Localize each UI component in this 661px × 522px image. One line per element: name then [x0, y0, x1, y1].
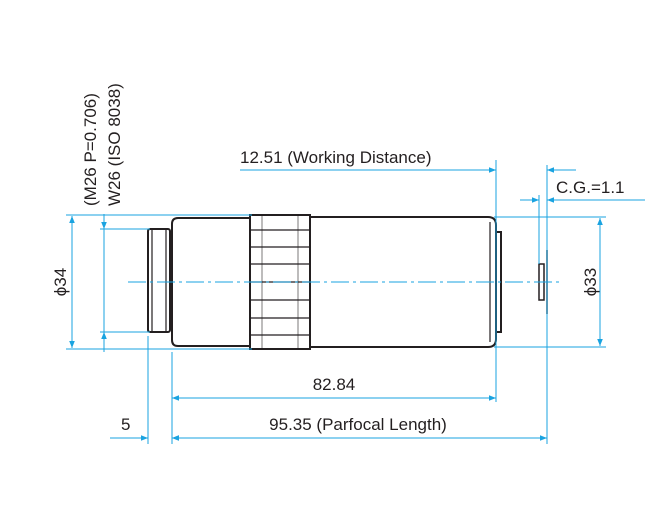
dimension-labels: (M26 P=0.706) W26 (ISO 8038) 12.51 (Work…	[51, 83, 625, 434]
label-diameter-right: ϕ33	[581, 268, 600, 296]
extension-lines	[66, 160, 606, 444]
label-thread-line2: W26 (ISO 8038)	[105, 83, 124, 206]
knurl-pattern	[250, 215, 310, 349]
label-flange-offset: 5	[121, 415, 130, 434]
dimension-lines	[69, 167, 645, 441]
mount-thread	[147, 228, 171, 333]
label-cover-glass: C.G.=1.1	[556, 178, 625, 197]
label-working-distance: 12.51 (Working Distance)	[240, 148, 432, 167]
label-diameter-left: ϕ34	[51, 268, 70, 296]
label-thread-line1: (M26 P=0.706)	[81, 93, 100, 206]
label-parfocal-length: 95.35 (Parfocal Length)	[269, 415, 447, 434]
label-length-body: 82.84	[313, 375, 356, 394]
